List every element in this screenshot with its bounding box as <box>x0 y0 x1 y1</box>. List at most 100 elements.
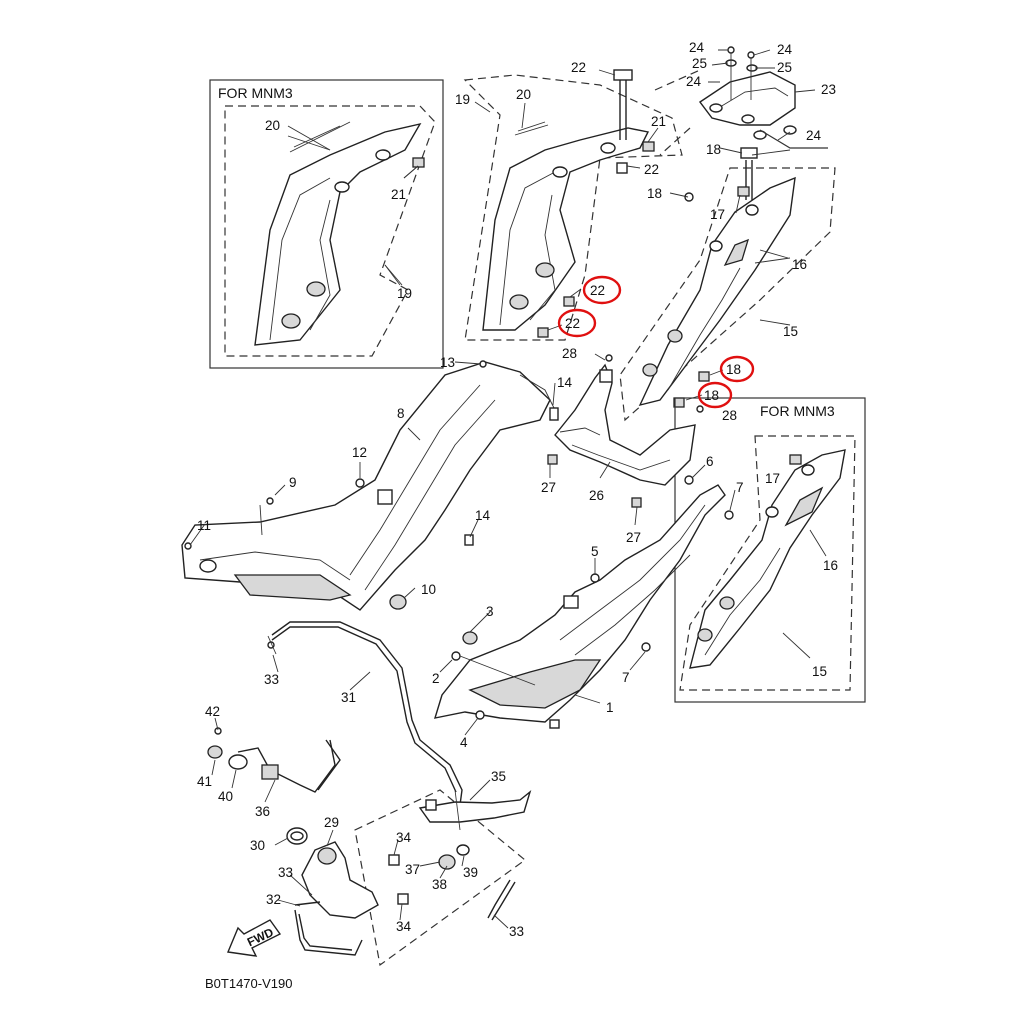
callout-33b: 33 <box>278 865 293 880</box>
callout-18d: 18 <box>704 388 719 403</box>
callout-32: 32 <box>266 892 281 907</box>
fwd-arrow: FWD <box>227 919 282 957</box>
callout-8: 8 <box>397 406 405 421</box>
callout-22a: 22 <box>571 60 586 75</box>
callout-30: 30 <box>250 838 265 853</box>
callout-22d: 22 <box>565 316 580 331</box>
clip-17-mnm3 <box>789 454 802 465</box>
callout-21b: 21 <box>391 187 406 202</box>
highlight-circles <box>557 275 755 409</box>
callout-4: 4 <box>460 735 468 750</box>
inset-box-left: FOR MNM3 <box>209 79 444 369</box>
left-side-panel-8 <box>181 360 559 611</box>
callout-34a: 34 <box>396 830 412 845</box>
grommet <box>306 281 326 297</box>
group-outline-15 <box>619 167 836 422</box>
emblem-16 <box>723 238 750 267</box>
bracket-35 <box>418 790 532 823</box>
lock-link-36 <box>237 739 336 793</box>
callout-14b: 14 <box>475 508 491 523</box>
grommet-10 <box>389 594 407 610</box>
clip-21 <box>642 141 655 152</box>
callout-36: 36 <box>255 804 270 819</box>
callout-18b: 18 <box>647 186 662 201</box>
callout-13: 13 <box>440 355 455 370</box>
washer-40 <box>228 754 248 770</box>
inset-frame-left <box>209 79 444 369</box>
callout-18a: 18 <box>706 142 721 157</box>
callout-24a: 24 <box>689 40 705 55</box>
inset-title-right: FOR MNM3 <box>760 403 835 419</box>
callout-33c: 33 <box>509 924 524 939</box>
callout-17a: 17 <box>710 207 725 222</box>
callout-28b: 28 <box>722 408 737 423</box>
callout-24b: 24 <box>777 42 793 57</box>
callout-6: 6 <box>706 454 714 469</box>
side-panel-1 <box>433 484 726 723</box>
callout-15a: 15 <box>783 324 798 339</box>
clip-17 <box>737 186 750 197</box>
center-cover-26 <box>547 354 704 508</box>
side-cover-19-mnm3 <box>254 122 422 346</box>
callout-25b: 25 <box>777 60 792 75</box>
callout-3: 3 <box>486 604 494 619</box>
cable-31 <box>271 621 463 806</box>
inset-title-left: FOR MNM3 <box>218 85 293 101</box>
callout-28a: 28 <box>562 346 577 361</box>
group-outline-19 <box>463 74 683 341</box>
callout-31: 31 <box>341 690 356 705</box>
cable-31 <box>267 621 463 806</box>
callout-7a: 7 <box>736 480 744 495</box>
side-panel-15 <box>638 176 796 407</box>
center-cover-26 <box>554 363 696 486</box>
callout-35: 35 <box>491 769 506 784</box>
panel-assembly-15 <box>619 147 836 422</box>
callout-19a: 19 <box>455 92 470 107</box>
right-side-panel-1 <box>433 475 734 729</box>
screw-22-highlight <box>537 327 549 338</box>
callout-18c: 18 <box>726 362 741 377</box>
clip-21-mnm3 <box>412 157 425 168</box>
highlight-callout-22-lower <box>557 308 597 338</box>
side-panel-8 <box>181 361 551 611</box>
callout-labels: 1 2 3 4 5 6 7 7 8 9 10 11 12 13 14 14 15… <box>197 40 838 939</box>
highlight-callout-18-upper <box>719 355 755 383</box>
callout-15b: 15 <box>812 664 827 679</box>
washer-41 <box>207 745 223 759</box>
emblem-16-mnm3 <box>784 486 824 527</box>
callout-11: 11 <box>197 518 211 533</box>
callout-24d: 24 <box>806 128 822 143</box>
callout-16b: 16 <box>823 558 838 573</box>
lock-mechanism <box>207 727 532 967</box>
fwd-arrow-shape <box>227 919 282 957</box>
emblem-20 <box>514 124 549 136</box>
callout-33a: 33 <box>264 672 279 687</box>
inset-box-right: FOR MNM3 <box>674 397 866 703</box>
bracket-23 <box>698 71 796 126</box>
screw-18-highlight <box>698 371 710 382</box>
callout-25a: 25 <box>692 56 707 71</box>
cable-32 <box>294 901 363 956</box>
side-cover-assembly-19 <box>463 69 683 341</box>
callout-12: 12 <box>352 445 367 460</box>
callout-40: 40 <box>218 789 233 804</box>
bolt-22 <box>616 162 628 174</box>
leader <box>759 129 828 149</box>
inset-group-outline-15 <box>679 435 856 691</box>
emblem-20-mnm3 <box>289 121 351 153</box>
callout-29: 29 <box>324 815 339 830</box>
callout-10: 10 <box>421 582 436 597</box>
callout-23: 23 <box>821 82 836 97</box>
callout-17b: 17 <box>765 471 780 486</box>
callout-2: 2 <box>432 671 440 686</box>
callout-41: 41 <box>197 774 212 789</box>
callout-9: 9 <box>289 475 297 490</box>
top-bracket-23 <box>654 46 828 156</box>
screw-22-highlight <box>563 296 575 307</box>
drawing-code: B0T1470-V190 <box>205 976 292 991</box>
highlight-callout-22-upper <box>582 275 622 305</box>
callout-42: 42 <box>205 704 220 719</box>
callout-24c: 24 <box>686 74 702 89</box>
callout-22b: 22 <box>644 162 659 177</box>
callout-27a: 27 <box>541 480 556 495</box>
